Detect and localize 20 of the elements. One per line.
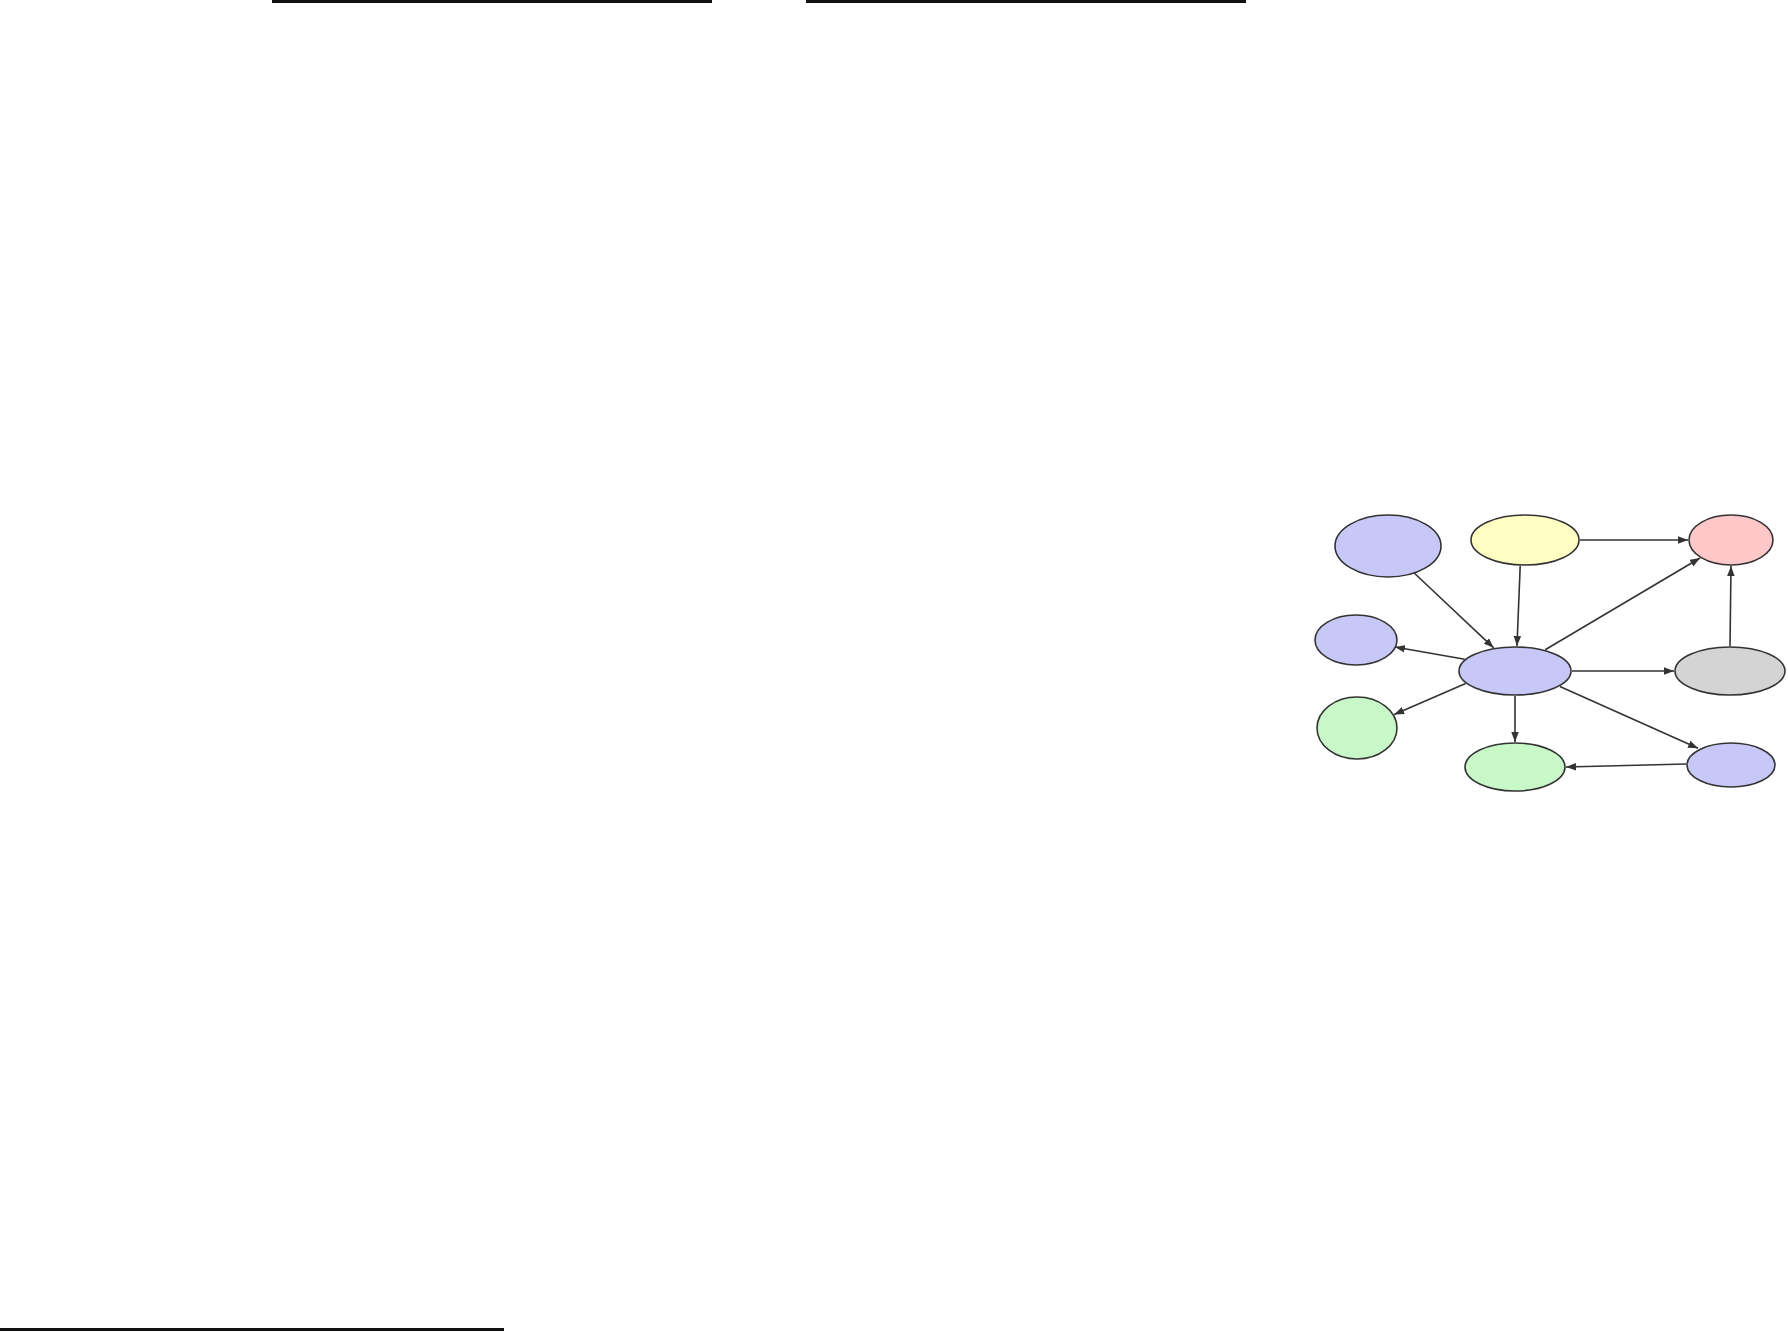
- ellipse-node: [1686, 741, 1776, 787]
- arrow: [1565, 763, 1687, 771]
- arrow: [1513, 565, 1522, 647]
- ellipse-node: [1334, 513, 1442, 577]
- arrow: [1394, 645, 1466, 661]
- arrow: [1727, 565, 1735, 647]
- ellipse-node: [1470, 514, 1580, 566]
- ellipse-node: [1674, 646, 1786, 696]
- arrow: [1511, 695, 1519, 743]
- arrow: [1393, 682, 1467, 716]
- arrow: [1571, 667, 1675, 675]
- ellipse-node: [1313, 613, 1397, 665]
- ellipse-node: [1316, 696, 1398, 760]
- arrow: [1579, 536, 1689, 544]
- arrow: [1413, 572, 1495, 649]
- ellipse-node: [1688, 514, 1774, 566]
- arrow: [1544, 557, 1701, 651]
- arrow: [1559, 685, 1699, 750]
- ellipse-node: [1464, 742, 1566, 792]
- ellipse-node: [1458, 646, 1572, 696]
